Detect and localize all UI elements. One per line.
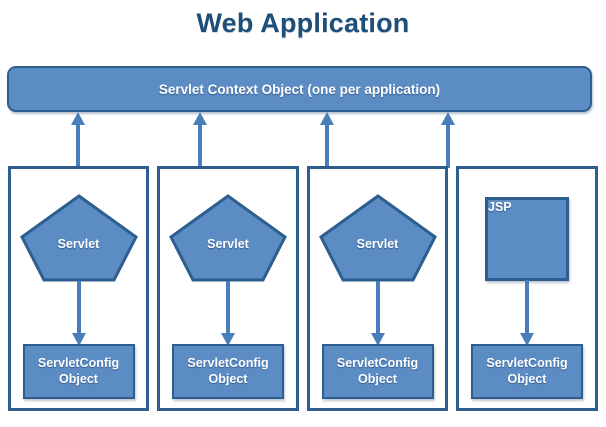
arrow-up-icon-column-3: [318, 112, 336, 168]
servletconfig-object-box-4[interactable]: ServletConfig Object: [471, 344, 583, 399]
servlet-container-column-1[interactable]: Servlet ServletConfig Object: [8, 166, 149, 411]
servlet-pentagon-1[interactable]: Servlet: [19, 193, 139, 283]
page-title: Web Application: [196, 8, 410, 38]
servlet-container-column-3[interactable]: Servlet ServletConfig Object: [307, 166, 448, 411]
servletconfig-label-line1: ServletConfig: [486, 356, 568, 371]
arrow-up-icon-column-1: [69, 112, 87, 168]
servlet-pentagon-2[interactable]: Servlet: [168, 193, 288, 283]
arrow-up-icon-column-2: [191, 112, 209, 168]
servletconfig-label-line2: Object: [208, 371, 248, 386]
arrow-down-icon-column-1: [70, 281, 88, 346]
servletconfig-label-line1: ServletConfig: [336, 356, 419, 371]
servlet-container-column-2[interactable]: Servlet ServletConfig Object: [157, 166, 299, 411]
arrow-up-icon-column-4: [439, 112, 457, 168]
servletconfig-label-line1: ServletConfig: [37, 356, 120, 371]
arrow-down-icon-column-2: [219, 281, 237, 346]
servlet-context-object-label: Servlet Context Object (one per applicat…: [158, 81, 441, 97]
servletconfig-label-line2: Object: [358, 371, 397, 386]
servletconfig-object-box-1[interactable]: ServletConfig Object: [22, 344, 135, 399]
servletconfig-label-line2: Object: [59, 371, 98, 386]
servlet-context-object-bar[interactable]: Servlet Context Object (one per applicat…: [7, 66, 592, 112]
servletconfig-label-line2: Object: [507, 371, 547, 386]
servlet-pentagon-3[interactable]: Servlet: [318, 193, 438, 283]
arrow-down-icon-column-3: [369, 281, 387, 346]
arrow-down-icon-column-4: [518, 280, 536, 346]
jsp-square[interactable]: JSP: [485, 197, 569, 281]
servletconfig-label-line1: ServletConfig: [187, 356, 269, 371]
servlet-container-column-4[interactable]: JSP ServletConfig Object: [456, 166, 598, 411]
servletconfig-object-box-3[interactable]: ServletConfig Object: [321, 344, 434, 399]
servletconfig-object-box-2[interactable]: ServletConfig Object: [172, 344, 284, 399]
jsp-label: JSP: [488, 200, 512, 214]
